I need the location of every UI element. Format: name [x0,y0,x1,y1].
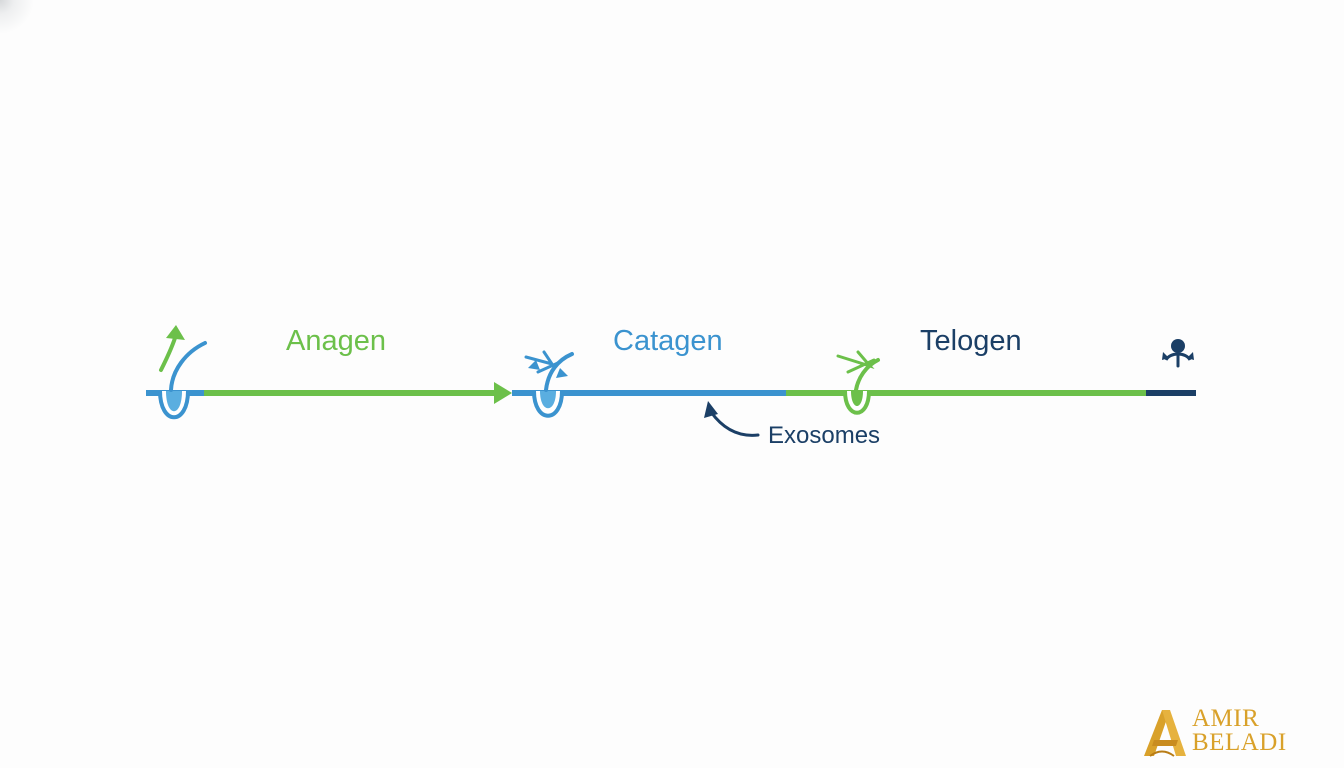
logo-text-line-1: AMIR [1192,705,1260,732]
phase-label-anagen: Anagen [286,325,386,357]
phase-label-telogen: Telogen [920,325,1022,357]
up-arrow-icon [159,325,185,372]
curved-arrow-icon [704,401,760,437]
brand-logo: AMIR BELADI [1140,702,1300,762]
hair-follicle-icon [158,341,207,420]
exosomes-label: Exosomes [768,422,881,449]
resting-follicle-icon [836,350,880,415]
logo-text-line-2: BELADI [1192,729,1287,756]
disrupted-follicle-icon [524,350,574,418]
corner-shadow [0,0,40,40]
phase-label-catagen: Catagen [613,325,723,357]
shedding-hair-icon [1162,339,1194,368]
anagen-arrowhead [494,382,512,404]
logo-mark-icon [1144,710,1186,757]
